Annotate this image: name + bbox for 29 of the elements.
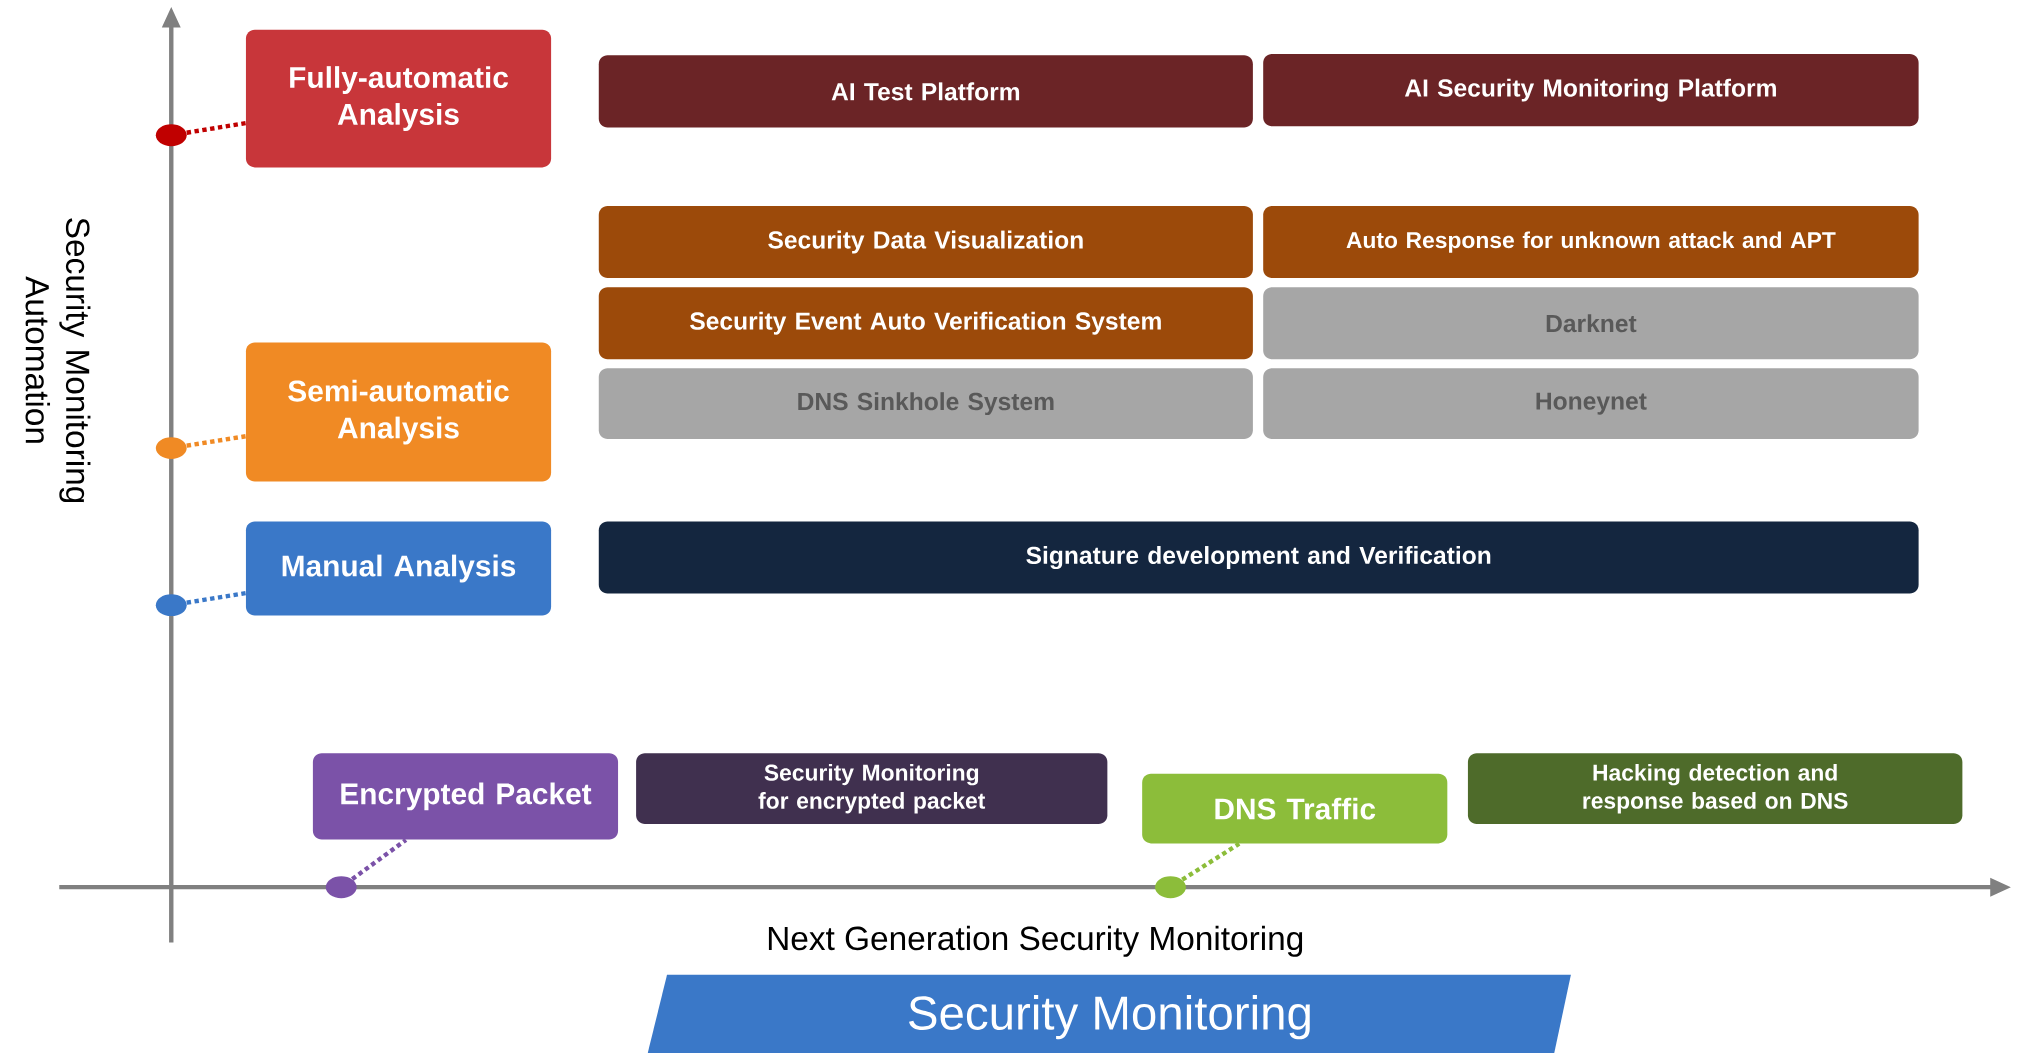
dot (325, 876, 357, 898)
label-box: DNS Sinkhole System (598, 368, 1253, 439)
leader-line (186, 120, 246, 135)
leader-line (186, 434, 246, 448)
label-box: Security Data Visualization (598, 205, 1253, 278)
label-box: Darknet (1263, 287, 1919, 360)
label-box: AI Security Monitoring Platform (1263, 54, 1919, 127)
label-box: Fully-automatic Analysis (245, 29, 552, 168)
axis-label: Security Monitoring Automation (25, 218, 91, 503)
label-box: DNS Traffic (1142, 773, 1448, 844)
leader-line (351, 838, 408, 881)
leader-line (1181, 841, 1241, 882)
axis-label: Next Generation Security Monitoring (768, 925, 1303, 957)
label-box: Semi-automatic Analysis (245, 342, 552, 482)
title-banner: Security Monitoring (647, 974, 1571, 1053)
dot (155, 124, 187, 147)
label-box: Security Monitoring for encrypted packet (636, 753, 1108, 824)
leader-line (186, 590, 246, 605)
dot (155, 437, 187, 459)
label-box: Honeynet (1263, 368, 1919, 439)
label-box: Signature development and Verification (598, 521, 1919, 594)
label-box: Auto Response for unknown attack and APT (1263, 205, 1919, 278)
label-box: Manual Analysis (245, 521, 552, 616)
dot (155, 594, 187, 616)
label-box: AI Test Platform (598, 55, 1253, 128)
label-box: Hacking detection and response based on DNS (1467, 753, 1963, 824)
dot (1155, 876, 1186, 898)
label-box: Security Event Auto Verification System (598, 287, 1253, 360)
label-box: Encrypted Packet (312, 753, 619, 840)
